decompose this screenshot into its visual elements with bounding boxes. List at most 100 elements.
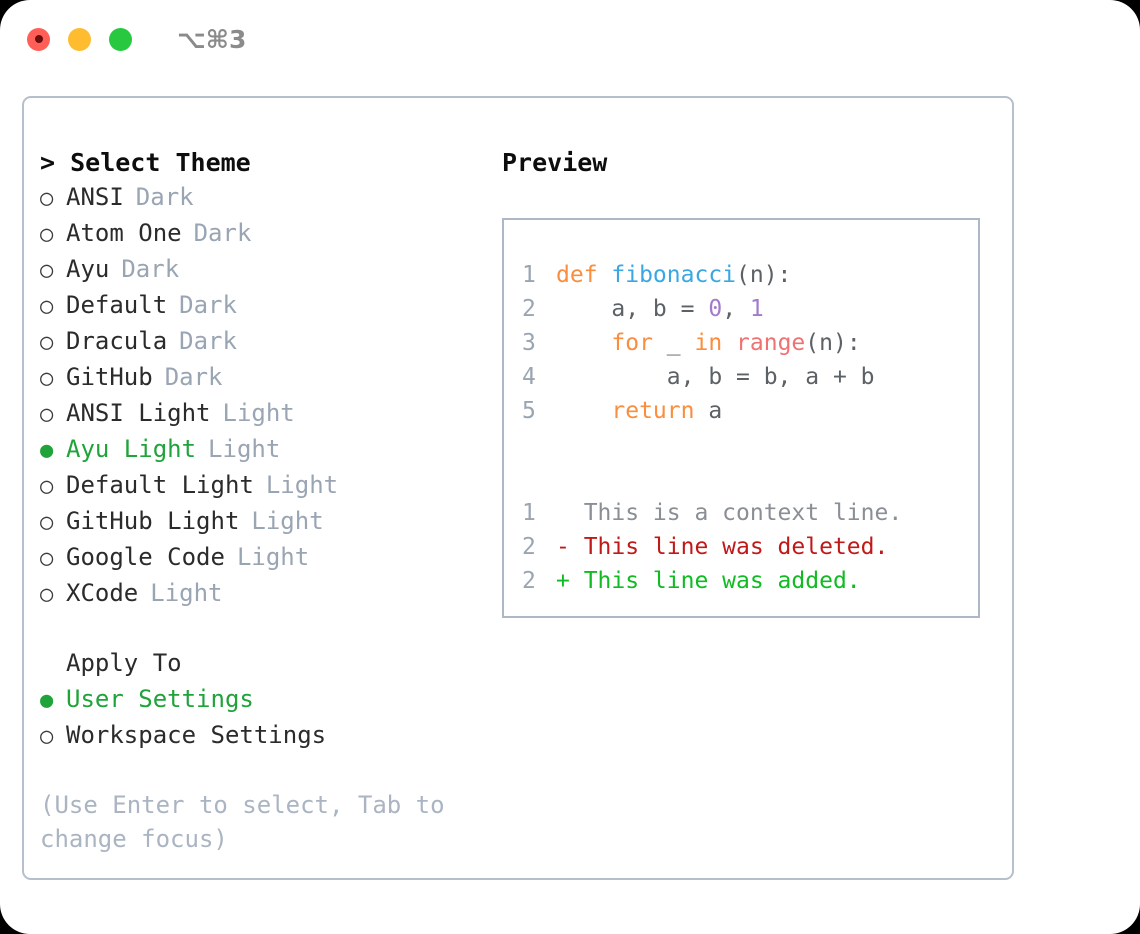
theme-option-label: Atom One bbox=[66, 219, 182, 247]
theme-option-8[interactable]: ○ Default Light Light bbox=[40, 468, 489, 504]
theme-variant-tag: Dark bbox=[164, 363, 223, 391]
theme-option-label: GitHub Light bbox=[66, 507, 240, 535]
theme-option-label: Dracula bbox=[66, 327, 168, 355]
diff-sample: 1 This is a context line. 2 - This line wa… bbox=[522, 496, 978, 598]
token: (n): bbox=[736, 262, 792, 288]
line-number: 5 bbox=[522, 398, 536, 424]
diff-line-2: 2 + This line was added. bbox=[522, 564, 978, 598]
token: 1 bbox=[749, 296, 764, 322]
code-line-3: 4 a, b = b, a + b bbox=[522, 360, 978, 394]
code-text: a, b = 0, 1 bbox=[556, 292, 764, 326]
token bbox=[722, 330, 736, 356]
spacer: ○ bbox=[40, 648, 66, 682]
theme-option-label: ANSI bbox=[66, 183, 124, 211]
radio-unselected-icon: ○ bbox=[40, 474, 54, 499]
token: 0 bbox=[708, 296, 723, 322]
theme-option-0[interactable]: ○ ANSI Dark bbox=[40, 180, 489, 216]
radio-unselected-icon: ○ bbox=[40, 582, 54, 607]
theme-option-label: Google Code bbox=[66, 543, 225, 571]
radio-unselected-icon: ○ bbox=[40, 186, 54, 211]
line-number: 2 bbox=[522, 296, 536, 322]
token: range bbox=[736, 330, 806, 356]
close-button-icon[interactable] bbox=[27, 27, 50, 51]
window-controls bbox=[27, 27, 132, 51]
theme-variant-tag: Light bbox=[236, 543, 310, 571]
minimize-button-icon[interactable] bbox=[68, 27, 91, 51]
keyboard-hint: (Use Enter to select, Tab to change focu… bbox=[40, 791, 445, 853]
token: def bbox=[556, 262, 612, 288]
theme-variant-tag: Dark bbox=[121, 255, 180, 283]
token bbox=[556, 398, 611, 424]
diff-text: This is a context line. bbox=[556, 500, 903, 526]
radio-unselected-icon: ○ bbox=[40, 546, 54, 571]
line-number: 2 bbox=[522, 568, 536, 594]
radio-unselected-icon: ○ bbox=[40, 294, 54, 319]
theme-option-10[interactable]: ○ Google Code Light bbox=[40, 540, 489, 576]
code-text: a, b = b, a + b bbox=[556, 360, 875, 394]
line-number: 3 bbox=[522, 330, 536, 356]
theme-option-11[interactable]: ○ XCode Light bbox=[40, 576, 489, 612]
preview-heading: Preview bbox=[502, 148, 608, 177]
radio-selected-icon: ● bbox=[40, 688, 54, 713]
token: a, b = b, a + b bbox=[556, 364, 875, 390]
apply-to-option-0[interactable]: ● User Settings bbox=[40, 682, 489, 718]
diff-text: - This line was deleted. bbox=[556, 534, 889, 560]
line-number: 1 bbox=[522, 500, 536, 526]
radio-unselected-icon: ○ bbox=[40, 510, 54, 535]
token: return bbox=[611, 398, 695, 424]
token: (n): bbox=[805, 330, 861, 356]
radio-unselected-icon: ○ bbox=[40, 330, 54, 355]
token: , bbox=[722, 296, 750, 322]
token: a, b = bbox=[556, 296, 709, 322]
apply-to-option-label: User Settings bbox=[66, 685, 254, 713]
apply-to-heading: ○Apply To bbox=[40, 646, 489, 682]
theme-variant-tag: Light bbox=[150, 579, 223, 607]
theme-variant-tag: Light bbox=[265, 471, 339, 499]
maximize-button-icon[interactable] bbox=[109, 27, 132, 51]
theme-option-4[interactable]: ○ Dracula Dark bbox=[40, 324, 489, 360]
token: _ bbox=[652, 330, 695, 356]
line-number: 4 bbox=[522, 364, 536, 390]
token bbox=[556, 330, 611, 356]
theme-variant-tag: Dark bbox=[179, 327, 237, 355]
theme-option-label: XCode bbox=[66, 579, 139, 607]
diff-line-1: 2 - This line was deleted. bbox=[522, 530, 978, 564]
line-number: 2 bbox=[522, 534, 536, 560]
diff-text: + This line was added. bbox=[556, 568, 861, 594]
radio-unselected-icon: ○ bbox=[40, 258, 54, 283]
apply-to-option-1[interactable]: ○Workspace Settings bbox=[40, 718, 489, 754]
apply-to-group: ○Apply To●User Settings○Workspace Settin… bbox=[40, 646, 489, 754]
theme-variant-tag: Light bbox=[208, 435, 281, 463]
apply-to-option-label: Workspace Settings bbox=[66, 721, 327, 749]
line-number: 1 bbox=[522, 262, 536, 288]
theme-variant-tag: Light bbox=[251, 507, 324, 535]
code-line-4: 5 return a bbox=[522, 394, 978, 428]
theme-option-label: Ayu Light bbox=[66, 435, 197, 463]
select-theme-heading: > Select Theme bbox=[40, 148, 251, 177]
theme-option-9[interactable]: ○ GitHub Light Light bbox=[40, 504, 489, 540]
radio-unselected-icon: ○ bbox=[40, 402, 54, 427]
theme-variant-tag: Dark bbox=[135, 183, 194, 211]
code-text: return a bbox=[556, 394, 722, 428]
theme-option-label: Default Light bbox=[66, 471, 254, 499]
keyboard-shortcut-label: ⌥⌘3 bbox=[177, 24, 247, 54]
titlebar: ⌥⌘3 bbox=[0, 0, 1140, 78]
token: in bbox=[694, 330, 723, 356]
radio-unselected-icon: ○ bbox=[40, 222, 54, 247]
apply-to-heading-label: Apply To bbox=[66, 649, 182, 677]
recording-dot-icon bbox=[34, 35, 43, 43]
